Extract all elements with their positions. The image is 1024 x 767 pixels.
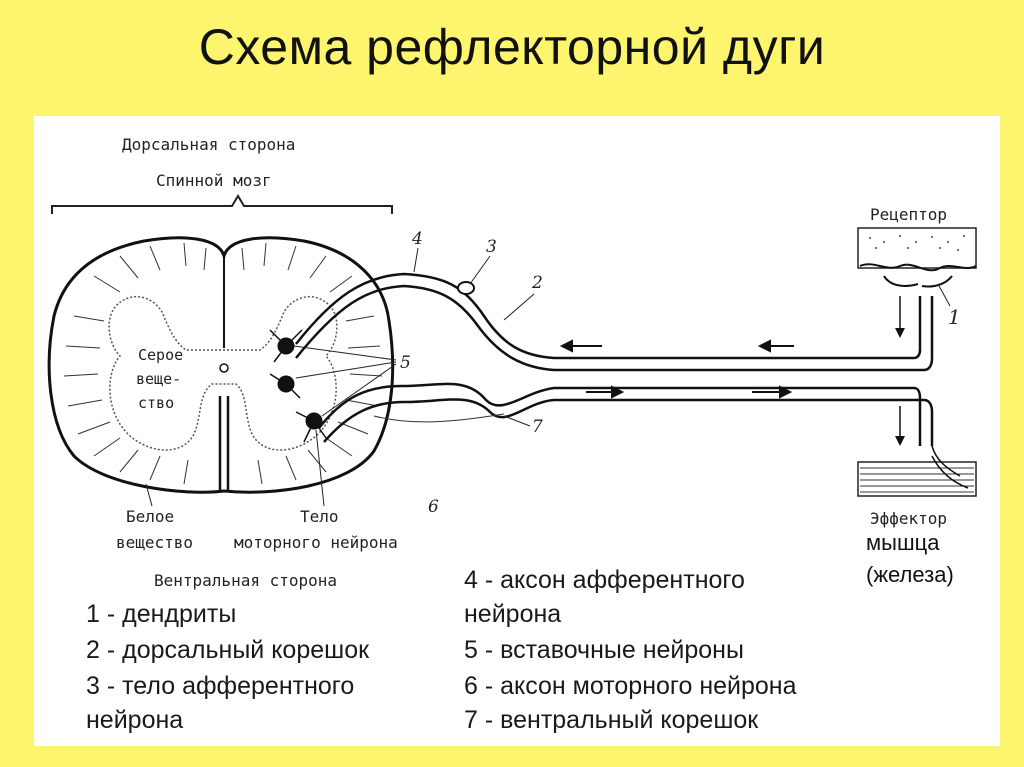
pointer-1 — [937, 283, 951, 307]
motor-endings — [931, 445, 969, 489]
diagram-panel: Дорсальная сторона Спинной мозг Серое ве… — [34, 116, 1000, 746]
afferent-nerve — [295, 272, 922, 360]
legend-item-5: 5 - вставочные нейроны — [464, 636, 744, 664]
label-ventral-side: Вентральная сторона — [154, 571, 337, 590]
central-canal — [219, 363, 229, 373]
spinal-cord-brace — [51, 194, 393, 214]
reflex-arc-diagram: Дорсальная сторона Спинной мозг Серое ве… — [47, 135, 977, 590]
efferent-nerve — [318, 382, 922, 446]
pointer-white-matter — [145, 483, 153, 507]
label-gray-matter-2: веще- — [136, 370, 181, 388]
number-3: 3 — [486, 237, 497, 257]
label-muscle: мышца — [866, 530, 940, 555]
label-receptor: Рецептор — [870, 205, 947, 224]
signal-arrows — [559, 339, 794, 399]
label-effector: Эффектор — [870, 509, 947, 528]
legend-item-3: 3 - тело афферентного — [86, 672, 355, 700]
label-motor-body-1: Тело — [300, 507, 339, 526]
interneuron-pointers — [293, 345, 397, 417]
label-gray-matter-3: ство — [138, 394, 174, 412]
afferent-neuron-body — [457, 281, 475, 295]
number-6: 6 — [428, 497, 439, 517]
label-dorsal-side: Дорсальная сторона — [122, 135, 295, 154]
label-motor-body-2: моторного нейрона — [234, 533, 398, 552]
effector-arrow-head — [895, 436, 905, 446]
legend-item-4: 4 - аксон афферентного — [464, 566, 745, 594]
efferent-nerve-inner — [323, 398, 934, 446]
label-gland: (железа) — [866, 562, 954, 587]
number-7: 7 — [532, 417, 543, 437]
legend-item-2: 2 - дорсальный корешок — [86, 636, 370, 664]
pointer-7 — [503, 415, 531, 427]
receptor-endings — [859, 263, 977, 272]
pointer-motor-body — [315, 429, 325, 507]
number-1: 1 — [948, 305, 961, 329]
label-spinal-cord: Спинной мозг — [156, 171, 272, 190]
ventral-fissure — [218, 396, 230, 491]
number-2: 2 — [531, 273, 543, 293]
white-matter-texture — [63, 242, 383, 485]
muscle-texture — [860, 467, 974, 493]
receptor-texture — [869, 235, 965, 251]
afferent-nerve-inner — [295, 284, 934, 372]
number-5: 5 — [400, 353, 411, 373]
label-gray-matter-1: Серое — [138, 346, 183, 364]
receptor-arrow-head — [895, 328, 905, 338]
slide-title: Схема рефлекторной дуги — [198, 19, 826, 75]
gray-matter — [108, 295, 338, 451]
legend-item-4-cont: нейрона — [464, 600, 562, 628]
receptor-dendrites — [883, 275, 953, 288]
label-white-matter-1: Белое — [126, 507, 174, 526]
pointer-2 — [503, 293, 535, 321]
effector-muscle — [857, 461, 977, 497]
receptor-skin — [857, 227, 977, 269]
number-4: 4 — [411, 229, 423, 249]
legend-item-6: 6 - аксон моторного нейрона — [464, 672, 797, 700]
legend-item-7: 7 - вентральный корешок — [464, 706, 759, 734]
pointer-4 — [413, 247, 419, 273]
label-white-matter-2: вещество — [116, 533, 193, 552]
ventral-root-line — [373, 413, 505, 423]
legend-item-1: 1 - дендриты — [86, 600, 237, 628]
legend-item-3-cont: нейрона — [86, 706, 184, 734]
pointer-3 — [469, 255, 491, 285]
